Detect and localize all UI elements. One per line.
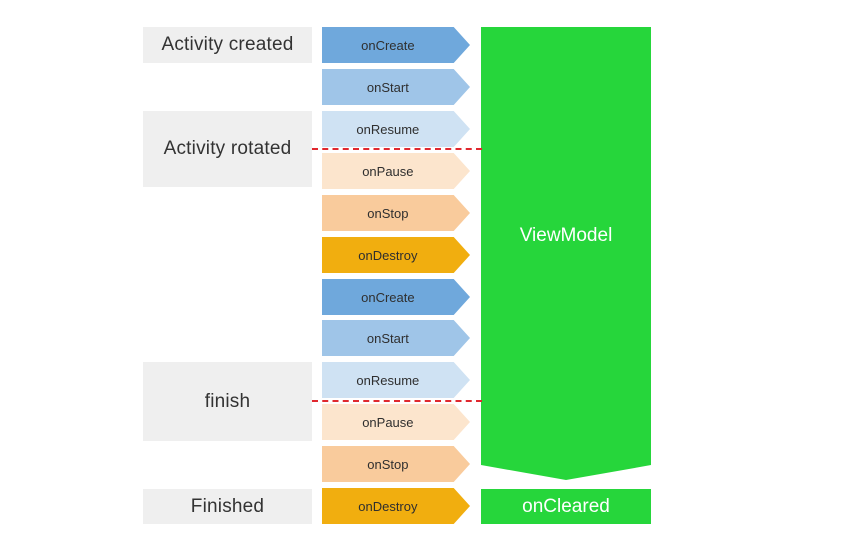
lifecycle-onstop-arrow: onStop — [322, 446, 470, 482]
lifecycle-onstart-arrow: onStart — [322, 320, 470, 356]
lifecycle-label: onStop — [367, 205, 409, 221]
state-finished: Finished — [143, 489, 312, 524]
lifecycle-label: onResume — [356, 121, 420, 137]
state-activity-created: Activity created — [143, 27, 312, 63]
lifecycle-label: onResume — [356, 372, 420, 388]
lifecycle-label: onStart — [366, 330, 409, 346]
rotation-marker-line — [312, 148, 482, 150]
state-finish: finish — [143, 362, 312, 441]
lifecycle-label: onDestroy — [358, 247, 418, 263]
lifecycle-label: onCreate — [361, 37, 415, 53]
lifecycle-label: onDestroy — [358, 498, 418, 514]
lifecycle-label: onStop — [367, 456, 409, 472]
finish-marker-line — [312, 400, 482, 402]
viewmodel-label: ViewModel — [519, 225, 613, 246]
lifecycle-onresume-arrow: onResume — [322, 111, 470, 147]
viewmodel-scope: ViewModel — [481, 27, 651, 480]
lifecycle-oncreate-arrow: onCreate — [322, 27, 470, 63]
lifecycle-label: onStart — [366, 79, 409, 95]
lifecycle-ondestroy-arrow: onDestroy — [322, 488, 470, 524]
lifecycle-onstop-arrow: onStop — [322, 195, 470, 231]
lifecycle-label: onCreate — [361, 289, 415, 305]
lifecycle-onresume-arrow: onResume — [322, 362, 470, 398]
lifecycle-onpause-arrow: onPause — [322, 153, 470, 189]
lifecycle-onpause-arrow: onPause — [322, 404, 470, 440]
lifecycle-oncreate-arrow: onCreate — [322, 279, 470, 315]
lifecycle-label: onPause — [362, 414, 414, 430]
lifecycle-onstart-arrow: onStart — [322, 69, 470, 105]
lifecycle-ondestroy-arrow: onDestroy — [322, 237, 470, 273]
oncleared-box: onCleared — [481, 489, 651, 524]
lifecycle-label: onPause — [362, 163, 414, 179]
state-activity-rotated: Activity rotated — [143, 111, 312, 187]
